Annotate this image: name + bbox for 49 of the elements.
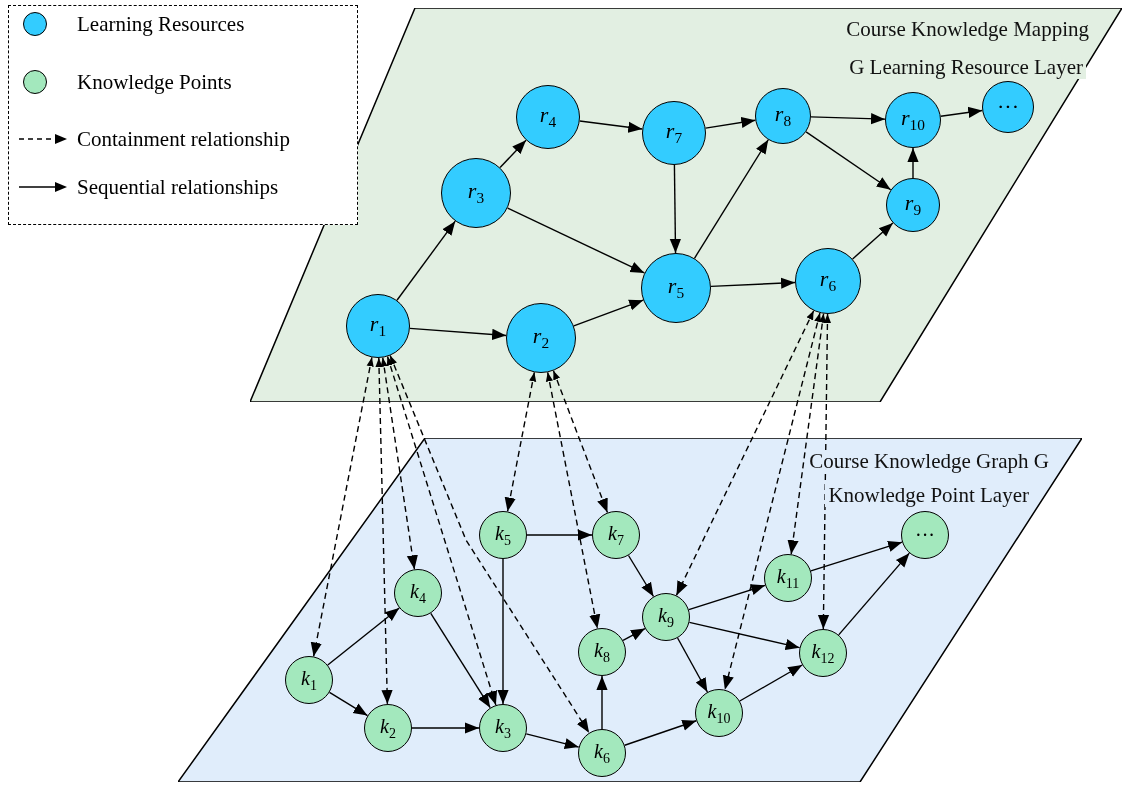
- arrow: [676, 637, 709, 693]
- arrow: [624, 720, 697, 746]
- arrow: [710, 277, 796, 289]
- arrow: [704, 116, 757, 129]
- arrow: [380, 356, 418, 570]
- arrow: [499, 139, 527, 169]
- arrow: [573, 299, 644, 327]
- legend-label: Sequential relationships: [77, 175, 279, 200]
- arrow: [907, 147, 919, 179]
- arrow: [525, 733, 580, 750]
- arrow: [545, 371, 601, 630]
- arrow: [810, 541, 903, 572]
- arrow: [328, 691, 369, 717]
- arrow: [838, 552, 910, 636]
- arrow: [622, 627, 646, 642]
- layer-title: Knowledge Point Layer: [825, 484, 1032, 508]
- arrow: [722, 312, 822, 691]
- arrow: [940, 106, 983, 118]
- arrow: [504, 371, 537, 513]
- arrow: [693, 139, 769, 259]
- arrow: [688, 621, 801, 650]
- arrow: [627, 554, 655, 598]
- arrow: [739, 664, 803, 702]
- arrow: [497, 558, 509, 705]
- arrow: [810, 113, 886, 125]
- arrow: [669, 164, 681, 254]
- arrow: [506, 207, 646, 274]
- arrow: [552, 370, 609, 514]
- arrow: [675, 310, 815, 597]
- legend-label: Learning Resources: [77, 12, 245, 37]
- arrow: [411, 722, 480, 734]
- arrow: [375, 357, 393, 705]
- arrow: [386, 355, 498, 706]
- legend-label: Knowledge Points: [77, 70, 232, 95]
- arrow: [310, 356, 374, 658]
- arrow: [817, 313, 832, 630]
- arrow: [596, 675, 608, 730]
- arrow: [688, 584, 766, 611]
- arrow: [526, 529, 593, 541]
- arrow: [851, 222, 894, 260]
- arrow: [409, 327, 507, 340]
- arrow: [579, 120, 643, 133]
- arrow: [805, 131, 892, 191]
- arrow: [396, 220, 456, 301]
- arrow: [787, 313, 826, 555]
- arrow: [389, 354, 590, 734]
- arrow: [430, 612, 491, 709]
- legend-label: Containment relationship: [77, 127, 290, 152]
- arrow: [327, 607, 400, 666]
